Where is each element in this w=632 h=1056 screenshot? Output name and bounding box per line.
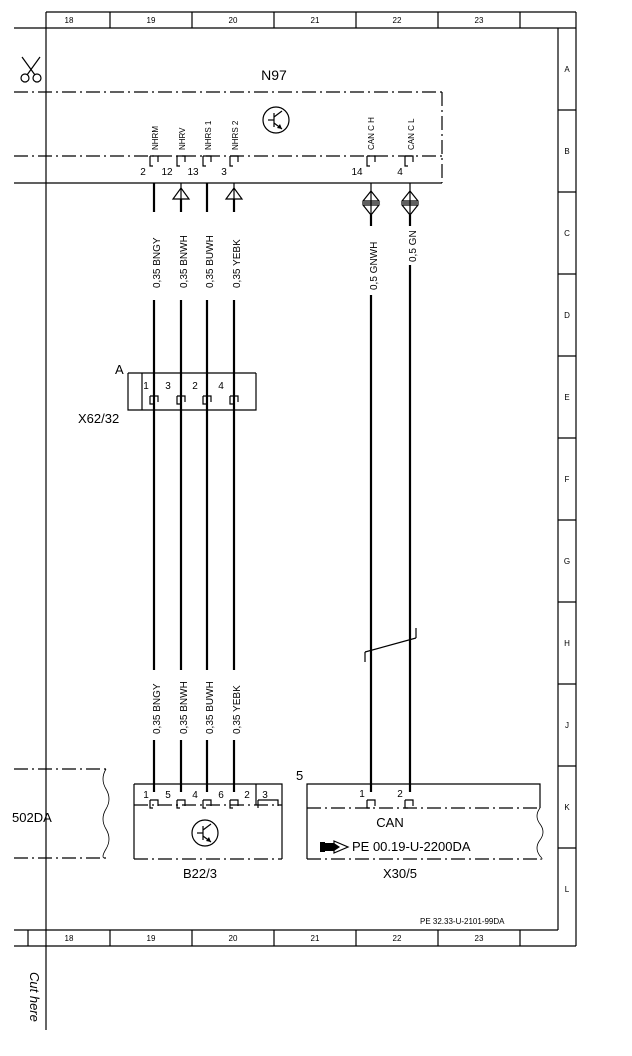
col-label-top: 21 — [311, 16, 320, 25]
pin-number: 14 — [351, 167, 363, 178]
wire-labels-upper: 0,35 BNGY 0,35 BNWH 0,35 BUWH 0,35 YEBK … — [152, 230, 419, 290]
pin-number: 2 — [192, 381, 198, 392]
wire-label: 0,35 BNGY — [152, 683, 163, 734]
column-dividers — [109, 12, 521, 946]
wire-label: 0,35 YEBK — [232, 685, 243, 734]
footer-code: PE 32.33-U-2101-99DA — [420, 917, 505, 926]
col-label-top: 22 — [393, 16, 402, 25]
sensor-label: B22/3 — [183, 866, 217, 881]
sensor-b22-3: 1 5 4 6 2 3 B22/3 — [133, 783, 283, 881]
can-connector-label: X30/5 — [383, 866, 417, 881]
wire-label: 0,35 BUWH — [205, 681, 216, 734]
pin-number: 1 — [359, 789, 365, 800]
wires — [152, 183, 412, 792]
scissors-icon — [20, 56, 42, 83]
pin-number: 1 — [143, 381, 149, 392]
pin-number: 4 — [218, 381, 224, 392]
can-bus-label: CAN — [376, 815, 403, 830]
can-index: 5 — [296, 768, 303, 783]
row-label: F — [565, 475, 570, 484]
wire-labels-lower: 0,35 BNGY 0,35 BNWH 0,35 BUWH 0,35 YEBK — [152, 681, 243, 734]
transistor-icon — [262, 106, 290, 134]
row-labels: A B C D E F G H J K L — [564, 65, 570, 894]
cut-here-label: Cut here — [27, 972, 42, 1022]
wire-label: 0,35 BUWH — [205, 235, 216, 288]
connector-tag: A — [115, 362, 124, 377]
pin-number: 3 — [221, 167, 227, 178]
row-dividers — [558, 109, 576, 849]
left-reference-block: 502DA — [12, 768, 110, 859]
row-label: G — [564, 557, 570, 566]
row-label: K — [564, 803, 570, 812]
col-label-bottom: 18 — [65, 934, 74, 943]
pin-number: 5 — [165, 790, 171, 801]
sheet-frame — [14, 11, 577, 1030]
pin-number: 2 — [244, 790, 250, 801]
wire-twist-mark — [364, 628, 417, 662]
row-label: J — [565, 721, 569, 730]
pin-number: 3 — [262, 790, 268, 801]
row-label: D — [564, 311, 570, 320]
pin-number: 2 — [397, 789, 403, 800]
col-label-bottom: 20 — [229, 934, 238, 943]
row-label: L — [565, 885, 570, 894]
row-label: A — [564, 65, 570, 74]
connector-label: X62/32 — [78, 411, 119, 426]
connector-x62-32: A 1 3 2 4 X62/32 — [78, 362, 257, 426]
col-label-bottom: 22 — [393, 934, 402, 943]
signal-label: NHRM — [151, 126, 160, 150]
reference-pointer-icon — [320, 840, 350, 854]
wire-label: 0,35 YEBK — [232, 239, 243, 288]
can-reference: PE 00.19-U-2200DA — [352, 839, 471, 854]
row-label: C — [564, 229, 570, 238]
row-label: B — [564, 147, 569, 156]
pin-terminals — [149, 155, 414, 167]
signal-label: CAN C L — [407, 118, 416, 150]
signal-label: NHRV — [178, 127, 187, 150]
pin-number: 4 — [192, 790, 198, 801]
col-label-top: 18 — [65, 16, 74, 25]
pin-number: 4 — [397, 167, 403, 178]
pin-number: 2 — [140, 167, 146, 178]
pin-number: 6 — [218, 790, 224, 801]
col-label-top: 20 — [229, 16, 238, 25]
row-label: E — [564, 393, 569, 402]
col-label-bottom: 19 — [147, 934, 156, 943]
pin-number: 1 — [143, 790, 149, 801]
wire-label: 0,5 GN — [408, 230, 419, 262]
signal-label: CAN C H — [367, 117, 376, 150]
signal-label: NHRS 1 — [204, 120, 213, 150]
control-unit-label: N97 — [261, 67, 287, 83]
pin-number: 3 — [165, 381, 171, 392]
row-label: H — [564, 639, 570, 648]
shield-symbols — [171, 183, 420, 216]
col-label-top: 19 — [147, 16, 156, 25]
col-label-bottom: 21 — [311, 934, 320, 943]
wire-label: 0,5 GNWH — [369, 242, 380, 290]
wire-label: 0,35 BNWH — [179, 681, 190, 734]
wire-label: 0,35 BNGY — [152, 237, 163, 288]
col-label-bottom: 23 — [475, 934, 484, 943]
left-reference-label: 502DA — [12, 810, 52, 825]
signal-label: NHRS 2 — [231, 120, 240, 150]
can-connector-x30-5: 5 1 2 CAN PE 00.19-U-2200DA X30/5 — [296, 768, 544, 881]
pin-number: 13 — [187, 167, 199, 178]
transistor-icon — [191, 819, 219, 847]
wire-label: 0,35 BNWH — [179, 235, 190, 288]
column-labels: 18 19 20 21 22 23 18 19 20 21 22 23 — [65, 16, 484, 943]
col-label-top: 23 — [475, 16, 484, 25]
pin-number: 12 — [161, 167, 173, 178]
control-unit-n97: N97 NHRM NHRV NHRS 1 NHRS 2 CAN C H CAN … — [14, 67, 443, 184]
